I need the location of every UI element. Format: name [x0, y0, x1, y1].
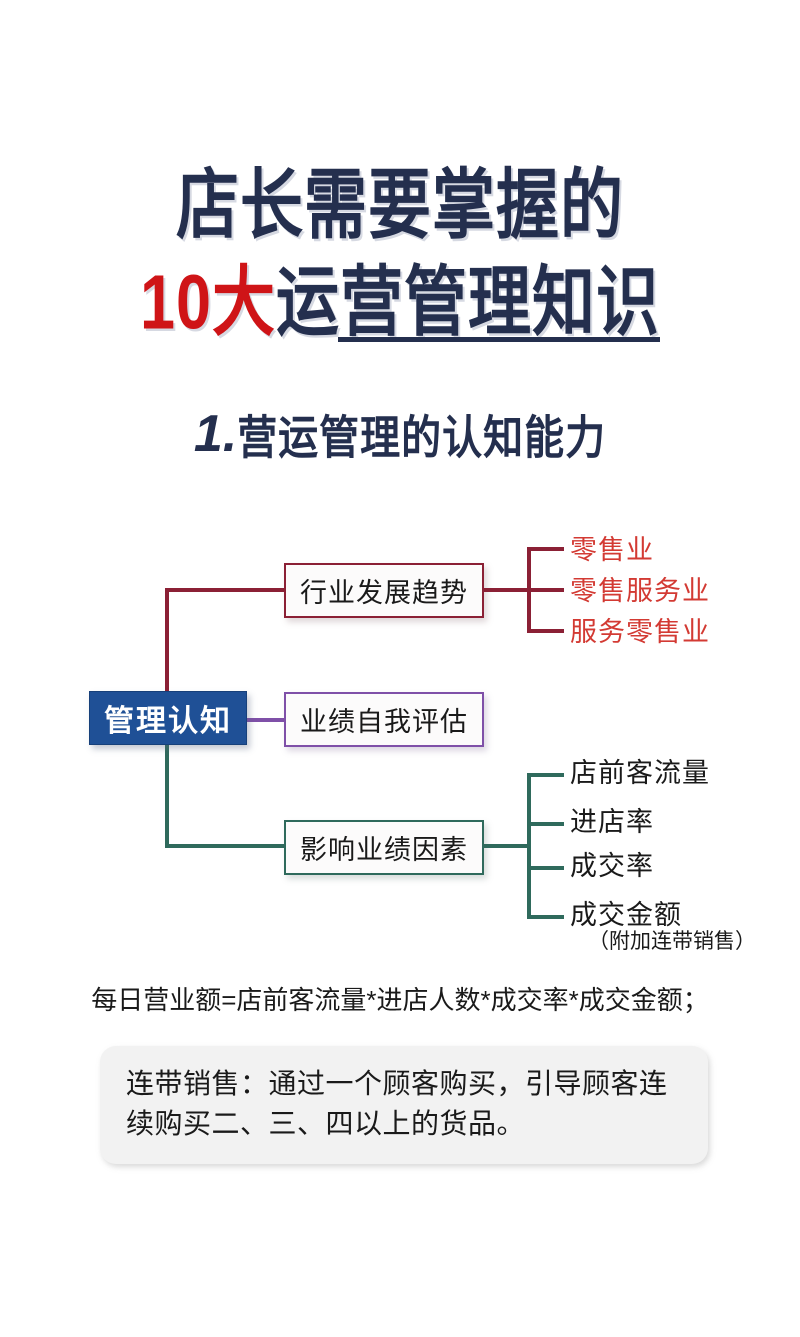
leaf-entry-rate: 进店率 [570, 807, 654, 837]
daily-revenue-formula: 每日营业额=店前客流量*进店人数*成交率*成交金额； [91, 985, 709, 1015]
title-line-1: 店长需要掌握的 [176, 163, 624, 249]
red-bracket-stub-3 [527, 629, 564, 633]
leaf-transaction-amount-note: （附加连带销售） [588, 930, 756, 953]
title-line-2-wrapper: 10大运营管理知识 [140, 264, 661, 342]
subtitle-number: 1. [193, 405, 238, 463]
green-bracket-stub-4 [527, 915, 564, 919]
connector-green-vertical [165, 744, 169, 847]
red-bracket-stub-2 [527, 588, 564, 592]
title-underline [337, 337, 661, 342]
page-title: 店长需要掌握的 10大运营管理知识 [0, 163, 800, 342]
mindmap-branch-industry-trend[interactable]: 行业发展趋势 [284, 563, 484, 618]
linked-sales-note-text: 连带销售：通过一个顾客购买，引导顾客连续购买二、三、四以上的货品。 [126, 1068, 668, 1139]
connector-purple-horizontal [247, 718, 284, 722]
red-bracket-inlet [484, 588, 529, 592]
green-bracket-stub-1 [527, 773, 564, 777]
green-bracket-inlet [484, 844, 529, 848]
green-bracket-stub-3 [527, 866, 564, 870]
green-bracket-stub-2 [527, 822, 564, 826]
red-bracket-stub-1 [527, 547, 564, 551]
leaf-service-retail-industry: 服务零售业 [570, 617, 710, 647]
mindmap-branch-performance-factors[interactable]: 影响业绩因素 [284, 820, 484, 875]
leaf-transaction-amount: 成交金额 [570, 900, 682, 930]
title-line-2-rest: 运营管理知识 [276, 260, 661, 346]
connector-green-horizontal [165, 844, 284, 848]
leaf-retail-industry: 零售业 [570, 535, 654, 565]
leaf-storefront-traffic: 店前客流量 [570, 758, 710, 788]
linked-sales-note-box: 连带销售：通过一个顾客购买，引导顾客连续购买二、三、四以上的货品。 [100, 1046, 708, 1164]
green-bracket-stem [527, 773, 531, 919]
mindmap-root-node[interactable]: 管理认知 [89, 691, 247, 745]
connector-red-vertical [165, 590, 169, 692]
leaf-conversion-rate: 成交率 [570, 851, 654, 881]
connector-red-horizontal [165, 588, 284, 592]
title-line-2: 10大运营管理知识 [140, 264, 660, 342]
mindmap-branch-self-assessment[interactable]: 业绩自我评估 [284, 692, 484, 747]
title-highlight-count: 10大 [139, 260, 277, 346]
leaf-retail-service-industry: 零售服务业 [570, 576, 710, 606]
section-subtitle: 1.营运管理的认知能力 [0, 404, 800, 464]
subtitle-text: 营运管理的认知能力 [237, 413, 607, 464]
